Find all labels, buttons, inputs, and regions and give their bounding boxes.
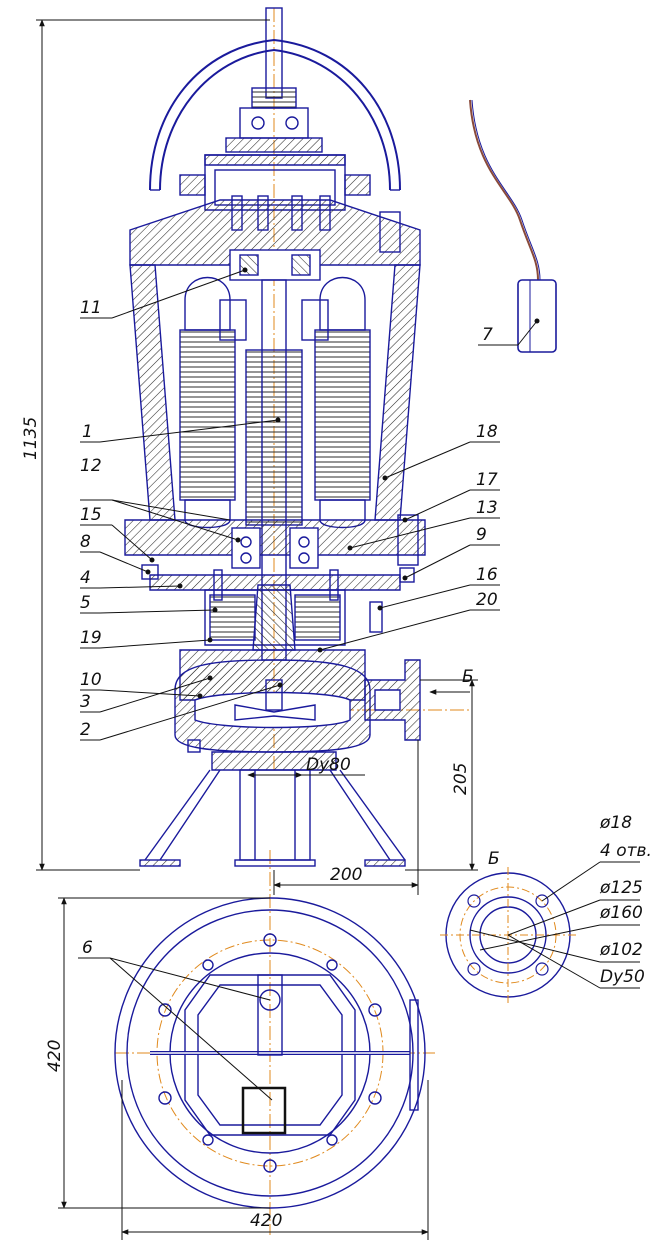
callout-7: 7 (482, 325, 493, 345)
callout-6: 6 (82, 938, 93, 958)
view-b-flange (440, 861, 640, 1003)
callout-5: 5 (80, 593, 91, 613)
callout-dots (145, 267, 408, 699)
view-b-bolt-hole: ø18 (599, 813, 632, 833)
callout-3: 3 (80, 692, 91, 712)
dim-nominal-bore: Dy80 (306, 755, 351, 775)
view-b-flange-outer: ø160 (599, 903, 643, 923)
front-dimension-text: 1135 205 200 Dy80 Б (21, 417, 474, 885)
dim-total-height: 1135 (21, 417, 41, 460)
view-b-labels: Б ø18 4 отв. ø125 ø160 ø102 Dy50 (488, 813, 652, 987)
dim-base-height: 420 (45, 1040, 65, 1072)
callout-16: 16 (476, 565, 498, 585)
view-b-arrow-letter: Б (462, 667, 474, 687)
callout-13: 13 (476, 498, 498, 518)
view-b-bolt-circle: ø125 (599, 878, 643, 898)
view-b-title: Б (488, 849, 500, 869)
view-b-hole-count: 4 отв. (600, 841, 652, 861)
plan-dim-text: 420 420 6 (45, 938, 282, 1231)
view-b-bore: Dy50 (600, 967, 645, 987)
callout-10: 10 (80, 670, 102, 690)
callout-20: 20 (476, 590, 498, 610)
callout-8: 8 (80, 532, 91, 552)
view-b-raised-face: ø102 (599, 940, 643, 960)
callout-15: 15 (80, 505, 102, 525)
callout-labels: 7 11 1 18 12 17 15 13 8 9 4 16 5 20 19 1… (80, 298, 498, 740)
callout-1: 1 (82, 422, 93, 442)
callout-11: 11 (80, 298, 102, 318)
front-section-view (124, 7, 426, 867)
callout-leaders (80, 269, 538, 741)
dim-base-width: 420 (250, 1211, 282, 1231)
plan-view (114, 897, 426, 1209)
callout-18: 18 (476, 422, 498, 442)
plan-dimensions (58, 897, 429, 1240)
dim-outlet-height: 205 (451, 763, 471, 795)
float-switch (469, 99, 557, 353)
callout-17: 17 (476, 470, 498, 490)
callout-12: 12 (80, 456, 102, 476)
callout-19: 19 (80, 628, 102, 648)
dim-outlet-offset: 200 (330, 865, 362, 885)
callout-4: 4 (80, 568, 91, 588)
front-dimensions (36, 19, 478, 895)
callout-2: 2 (80, 720, 91, 740)
callout-9: 9 (476, 525, 487, 545)
